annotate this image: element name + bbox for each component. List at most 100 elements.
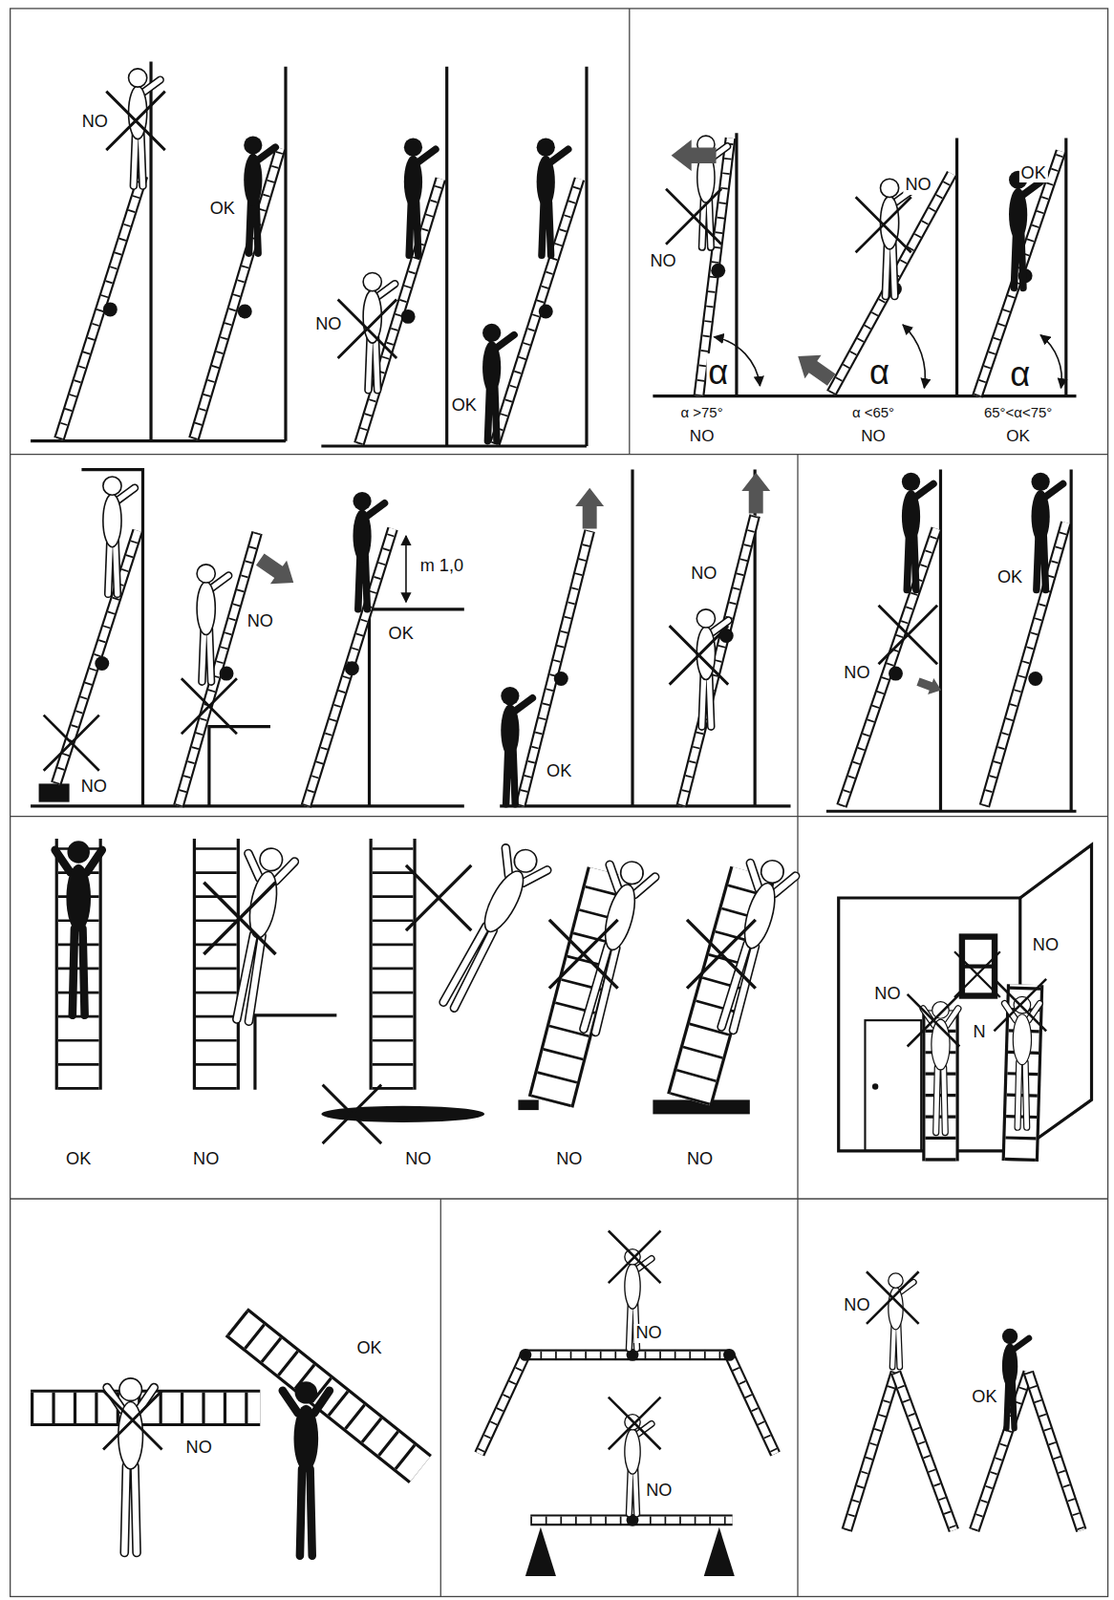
panel-support <box>305 528 393 806</box>
panel-support <box>305 528 393 806</box>
panel-sideways <box>984 522 1066 807</box>
warning-label: NO <box>184 1438 215 1458</box>
panel-stepladder <box>1028 1372 1082 1532</box>
panel-top-of-ladder <box>494 178 580 445</box>
warning-label: m 1,0 <box>418 557 466 577</box>
panel-room <box>954 951 1001 998</box>
panel-frames <box>796 1199 798 1597</box>
panel-front-view <box>215 838 217 1091</box>
panel-frames <box>10 815 1109 817</box>
panel-support <box>94 656 109 671</box>
panel-carrying <box>103 1391 163 1451</box>
panel-top-of-ladder <box>103 301 118 317</box>
panel-front-view <box>372 838 414 1091</box>
warning-label: OK <box>1004 428 1032 447</box>
panel-frames <box>10 1198 1109 1200</box>
warning-label: OK <box>449 396 479 416</box>
warning-label: NO <box>403 1150 433 1170</box>
panel-top-of-ladder <box>283 66 287 442</box>
warning-label: NO <box>858 428 888 447</box>
warning-label: NO <box>643 1481 674 1501</box>
panel-top-of-ladder <box>359 178 441 445</box>
panel-stepladder <box>895 1372 954 1532</box>
panel-bridge <box>728 1354 775 1455</box>
panel-top-of-ladder <box>193 148 281 439</box>
panel-top-of-ladder <box>30 439 286 443</box>
panel-angle <box>831 173 952 394</box>
panel-support <box>500 686 533 805</box>
panel-support <box>178 533 258 807</box>
panel-frames <box>10 453 1109 455</box>
panel-front-view <box>322 1085 383 1145</box>
panel-support <box>344 661 360 676</box>
panel-angle <box>710 263 726 279</box>
panel-angle <box>831 173 952 394</box>
panel-frames <box>796 454 798 1200</box>
warning-label: OK <box>386 624 416 644</box>
warning-label: OK <box>995 568 1025 588</box>
panel-front-view <box>686 920 756 989</box>
panel-bridge <box>518 1349 532 1362</box>
panel-carrying <box>30 1322 421 1557</box>
panel-top-of-ladder <box>59 175 144 439</box>
warning-label: α <65° <box>850 405 897 421</box>
panel-top-of-ladder <box>237 304 253 320</box>
panel-angle <box>902 324 925 388</box>
panel-support <box>499 804 791 808</box>
panel-sideways <box>878 605 939 665</box>
panel-support <box>81 470 143 807</box>
panel-sideways <box>984 522 1066 807</box>
panel-front-view <box>255 1015 337 1091</box>
panel-support <box>181 678 237 734</box>
panel-sideways <box>984 522 1066 807</box>
warning-label: OK <box>969 1388 999 1408</box>
panel-support <box>520 531 591 807</box>
panel-room <box>838 844 1093 1161</box>
warning-label: NO <box>688 564 719 584</box>
panel-support <box>405 535 408 602</box>
warning-label: OK <box>544 762 574 782</box>
panel-stepladder <box>866 1271 920 1325</box>
panel-sideways <box>1031 472 1064 591</box>
panel-angle <box>652 132 1076 396</box>
panel-bridge <box>479 1354 526 1455</box>
panel-front-view <box>406 865 472 931</box>
panel-top-of-ladder <box>193 148 281 439</box>
panel-stepladder <box>895 1372 954 1532</box>
panel-stepladder <box>846 1372 896 1532</box>
panel-top-of-ladder <box>445 66 449 447</box>
panel-bridge <box>723 1349 736 1362</box>
panel-front-view <box>55 838 103 1091</box>
panel-sideways <box>841 528 937 806</box>
panel-front-view <box>372 838 414 1091</box>
warning-label: NO <box>647 252 678 272</box>
warning-label: NO <box>554 1150 584 1170</box>
panel-top-of-ladder <box>193 148 281 439</box>
panel-stepladder <box>846 1372 896 1532</box>
panel-sideways <box>984 522 1066 807</box>
panel-stepladder <box>895 1372 954 1532</box>
panel-room <box>922 1002 959 1134</box>
warning-label: NO <box>687 428 717 447</box>
panel-support <box>219 666 235 682</box>
panel-support <box>305 528 393 806</box>
panel-angle <box>671 139 717 172</box>
panel-front-view <box>195 838 237 1091</box>
panel-frames <box>440 1199 442 1597</box>
panel-front-view <box>195 838 237 1091</box>
panel-sideways <box>939 470 943 813</box>
panel-top-of-ladder <box>494 178 580 445</box>
panel-sideways <box>915 673 944 699</box>
panel-support <box>630 470 634 807</box>
panel-top-of-ladder <box>494 178 580 445</box>
panel-stepladder <box>1028 1372 1082 1532</box>
panel-support <box>30 804 465 808</box>
panel-support <box>520 531 591 807</box>
panel-support <box>575 488 604 530</box>
panel-support <box>352 492 385 610</box>
panel-top-of-ladder <box>359 178 441 445</box>
warning-label: NO <box>685 1150 715 1170</box>
panel-bridge <box>479 1354 526 1455</box>
warning-label: 65°<α<75° <box>982 405 1054 421</box>
